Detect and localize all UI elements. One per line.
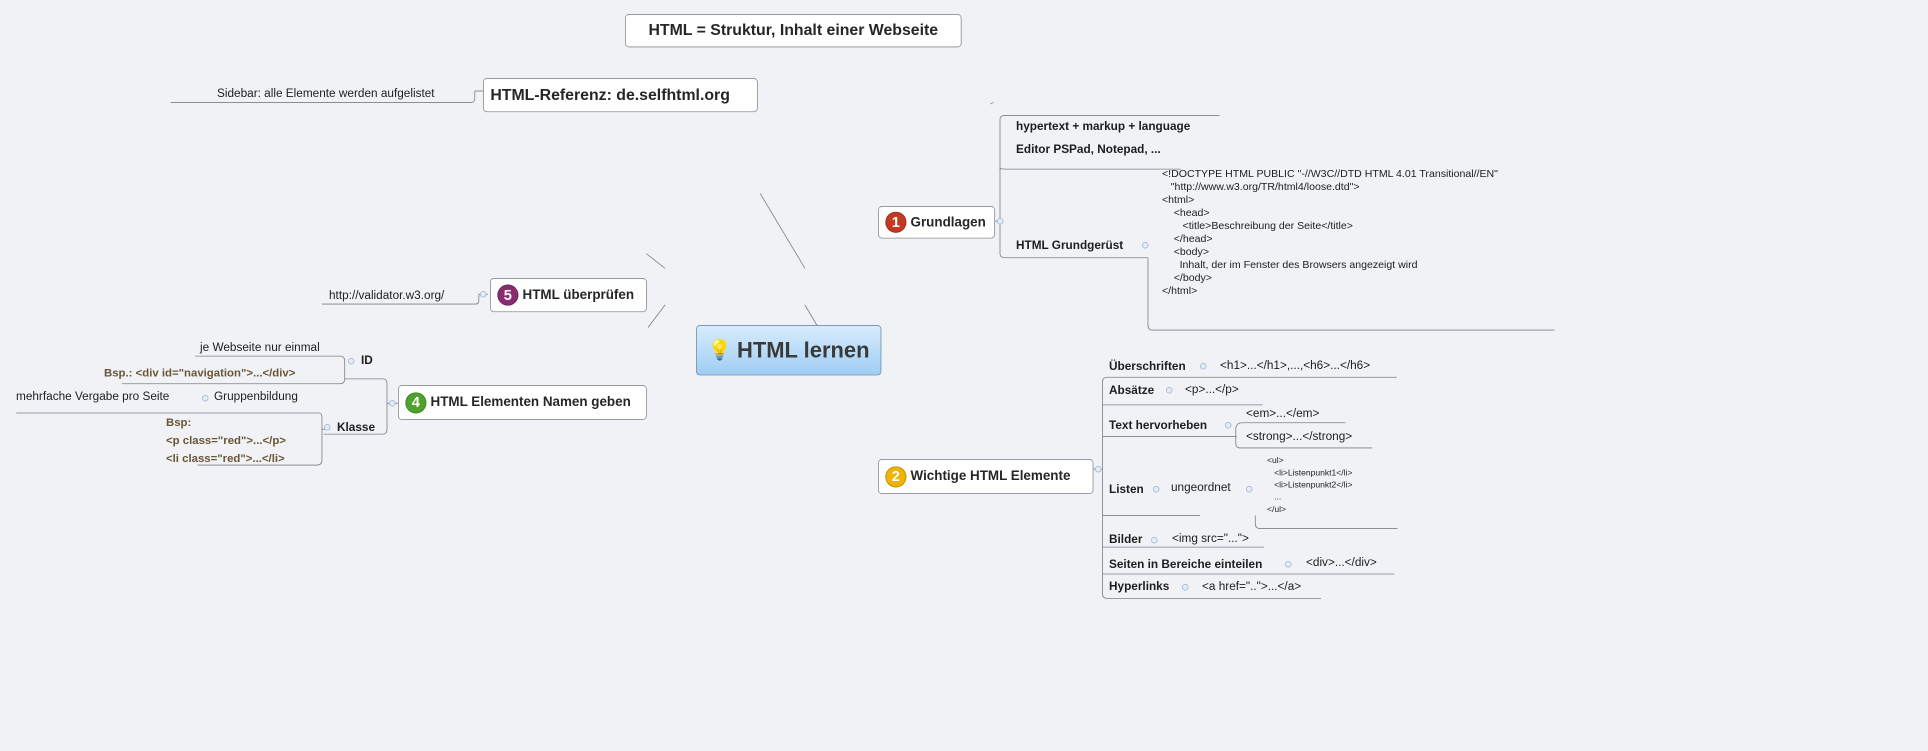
collapse-icon[interactable] bbox=[1165, 386, 1173, 394]
code-div[interactable]: <div>...</div> bbox=[1305, 556, 1377, 570]
example-line: <p class="red">...</p> bbox=[165, 433, 286, 447]
id-node[interactable]: ID bbox=[360, 354, 373, 368]
id-note[interactable]: je Webseite nur einmal bbox=[200, 341, 320, 355]
topic-namen[interactable]: 4 HTML Elementen Namen geben bbox=[398, 385, 648, 421]
item-bilder[interactable]: Bilder bbox=[1108, 533, 1143, 547]
reference-node[interactable]: HTML-Referenz: de.selfhtml.org bbox=[482, 78, 758, 113]
grundlagen-hypertext[interactable]: hypertext + markup + language bbox=[1016, 119, 1191, 133]
id-example[interactable]: Bsp.: <div id="navigation">...</div> bbox=[104, 365, 296, 379]
collapse-icon[interactable] bbox=[1151, 537, 1158, 544]
number-2-icon: 2 bbox=[885, 466, 907, 488]
code-strong[interactable]: <strong>...</strong> bbox=[1245, 430, 1352, 444]
klasse-group[interactable]: Gruppenbildung bbox=[213, 390, 298, 404]
code-ueberschriften[interactable]: <h1>...</h1>,...,<h6>...</h6> bbox=[1219, 359, 1370, 373]
collapse-icon[interactable] bbox=[201, 395, 209, 402]
topic-pruefen[interactable]: 5 HTML überprüfen bbox=[490, 278, 648, 313]
collapse-icon[interactable] bbox=[996, 217, 1004, 225]
collapse-icon[interactable] bbox=[1284, 560, 1292, 568]
item-text-hervorheben[interactable]: Text hervorheben bbox=[1108, 418, 1207, 432]
topic-label: HTML Elementen Namen geben bbox=[430, 395, 632, 410]
item-seiten[interactable]: Seiten in Bereiche einteilen bbox=[1108, 557, 1263, 571]
reference-note[interactable]: Sidebar: alle Elemente werden aufgeliste… bbox=[217, 86, 435, 100]
grundlagen-editor[interactable]: Editor PSPad, Notepad, ... bbox=[1016, 143, 1162, 157]
code-ul[interactable]: <ul> <li>Listenpunkt1</li> <li>Listenpun… bbox=[1266, 456, 1353, 515]
topic-grundlagen[interactable]: 1 Grundlagen bbox=[878, 205, 996, 239]
klasse-example[interactable]: Bsp: <p class="red">...</p> <li class="r… bbox=[166, 413, 286, 467]
item-ueberschriften[interactable]: Überschriften bbox=[1108, 360, 1186, 374]
grundlagen-grundgeruest[interactable]: HTML Grundgerüst bbox=[1016, 239, 1124, 253]
collapse-icon[interactable] bbox=[1095, 465, 1102, 473]
topic-label: Wichtige HTML Elemente bbox=[910, 469, 1071, 484]
example-line: <li class="red">...</li> bbox=[165, 451, 285, 465]
item-hyperlinks[interactable]: Hyperlinks bbox=[1108, 579, 1170, 593]
item-listen[interactable]: Listen bbox=[1108, 482, 1144, 496]
collapse-icon[interactable] bbox=[1246, 486, 1253, 493]
central-topic[interactable]: 💡 HTML lernen bbox=[695, 325, 882, 376]
collapse-icon[interactable] bbox=[1200, 363, 1207, 370]
topic-label: Grundlagen bbox=[910, 214, 986, 229]
collapse-icon[interactable] bbox=[1142, 242, 1149, 249]
code-bilder[interactable]: <img src="..."> bbox=[1172, 531, 1250, 545]
collapse-icon[interactable] bbox=[324, 424, 331, 431]
title-node[interactable]: HTML = Struktur, Inhalt einer Webseite bbox=[625, 13, 962, 48]
central-topic-label: HTML lernen bbox=[736, 337, 870, 363]
topic-label: HTML überprüfen bbox=[522, 287, 635, 303]
example-line: Bsp: bbox=[165, 415, 192, 429]
topic-elemente[interactable]: 2 Wichtige HTML Elemente bbox=[878, 459, 1094, 495]
code-em[interactable]: <em>...</em> bbox=[1245, 406, 1319, 420]
validator-link[interactable]: http://validator.w3.org/ bbox=[329, 288, 445, 302]
collapse-icon[interactable] bbox=[1182, 583, 1189, 591]
code-absaetze[interactable]: <p>...</p> bbox=[1184, 382, 1239, 396]
collapse-icon[interactable] bbox=[388, 400, 396, 407]
number-5-icon: 5 bbox=[497, 284, 519, 306]
collapse-icon[interactable] bbox=[1225, 421, 1232, 429]
collapse-icon[interactable] bbox=[347, 357, 355, 365]
html-skeleton-code[interactable]: <!DOCTYPE HTML PUBLIC "-//W3C//DTD HTML … bbox=[1161, 167, 1498, 297]
code-hyperlinks[interactable]: <a href="..">...</a> bbox=[1201, 579, 1301, 593]
collapse-icon[interactable] bbox=[1152, 486, 1160, 493]
item-absaetze[interactable]: Absätze bbox=[1108, 383, 1155, 397]
klasse-group-note[interactable]: mehrfache Vergabe pro Seite bbox=[16, 390, 170, 404]
number-4-icon: 4 bbox=[405, 392, 427, 414]
item-ungeordnet[interactable]: ungeordnet bbox=[1170, 481, 1231, 495]
number-1-icon: 1 bbox=[885, 211, 907, 233]
klasse-node[interactable]: Klasse bbox=[336, 421, 375, 435]
lightbulb-icon: 💡 bbox=[707, 339, 733, 362]
